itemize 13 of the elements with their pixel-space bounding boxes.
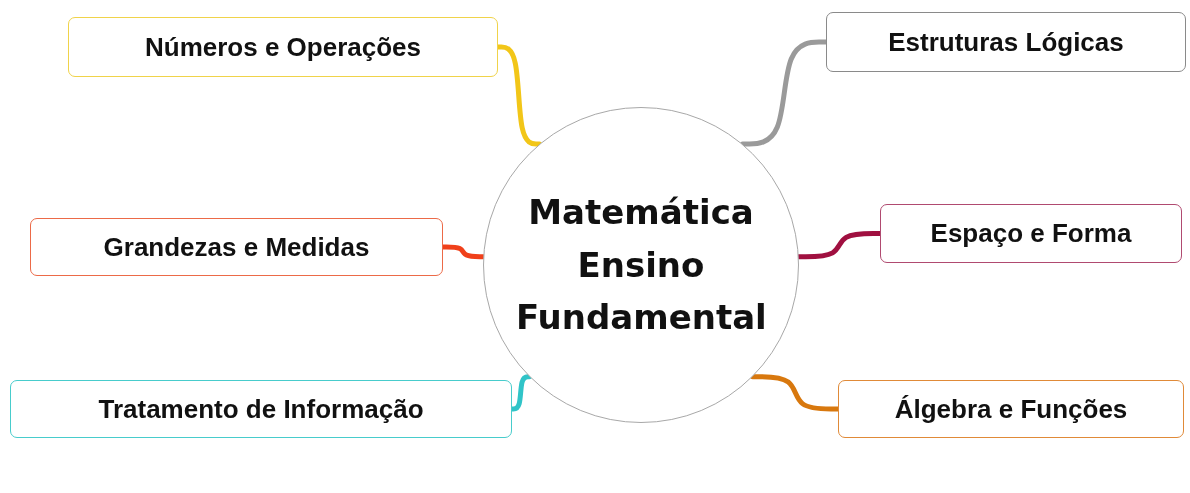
topic-box [30, 218, 443, 276]
topic-label: Grandezas e Medidas [103, 231, 370, 263]
topic-label: Estruturas Lógicas [888, 26, 1124, 58]
topic-box [880, 204, 1182, 263]
topic-label: Tratamento de Informação [98, 393, 424, 425]
topic-box [838, 380, 1184, 438]
topic-box [826, 12, 1186, 72]
topic-box [68, 17, 498, 77]
topic-label: Espaço e Forma [930, 218, 1132, 249]
topic-label: Álgebra e Funções [894, 393, 1128, 425]
central-topic-text: Matemática Ensino Fundamental [516, 190, 766, 340]
topic-label: Números e Operações [145, 31, 421, 63]
topic-box [10, 380, 512, 438]
